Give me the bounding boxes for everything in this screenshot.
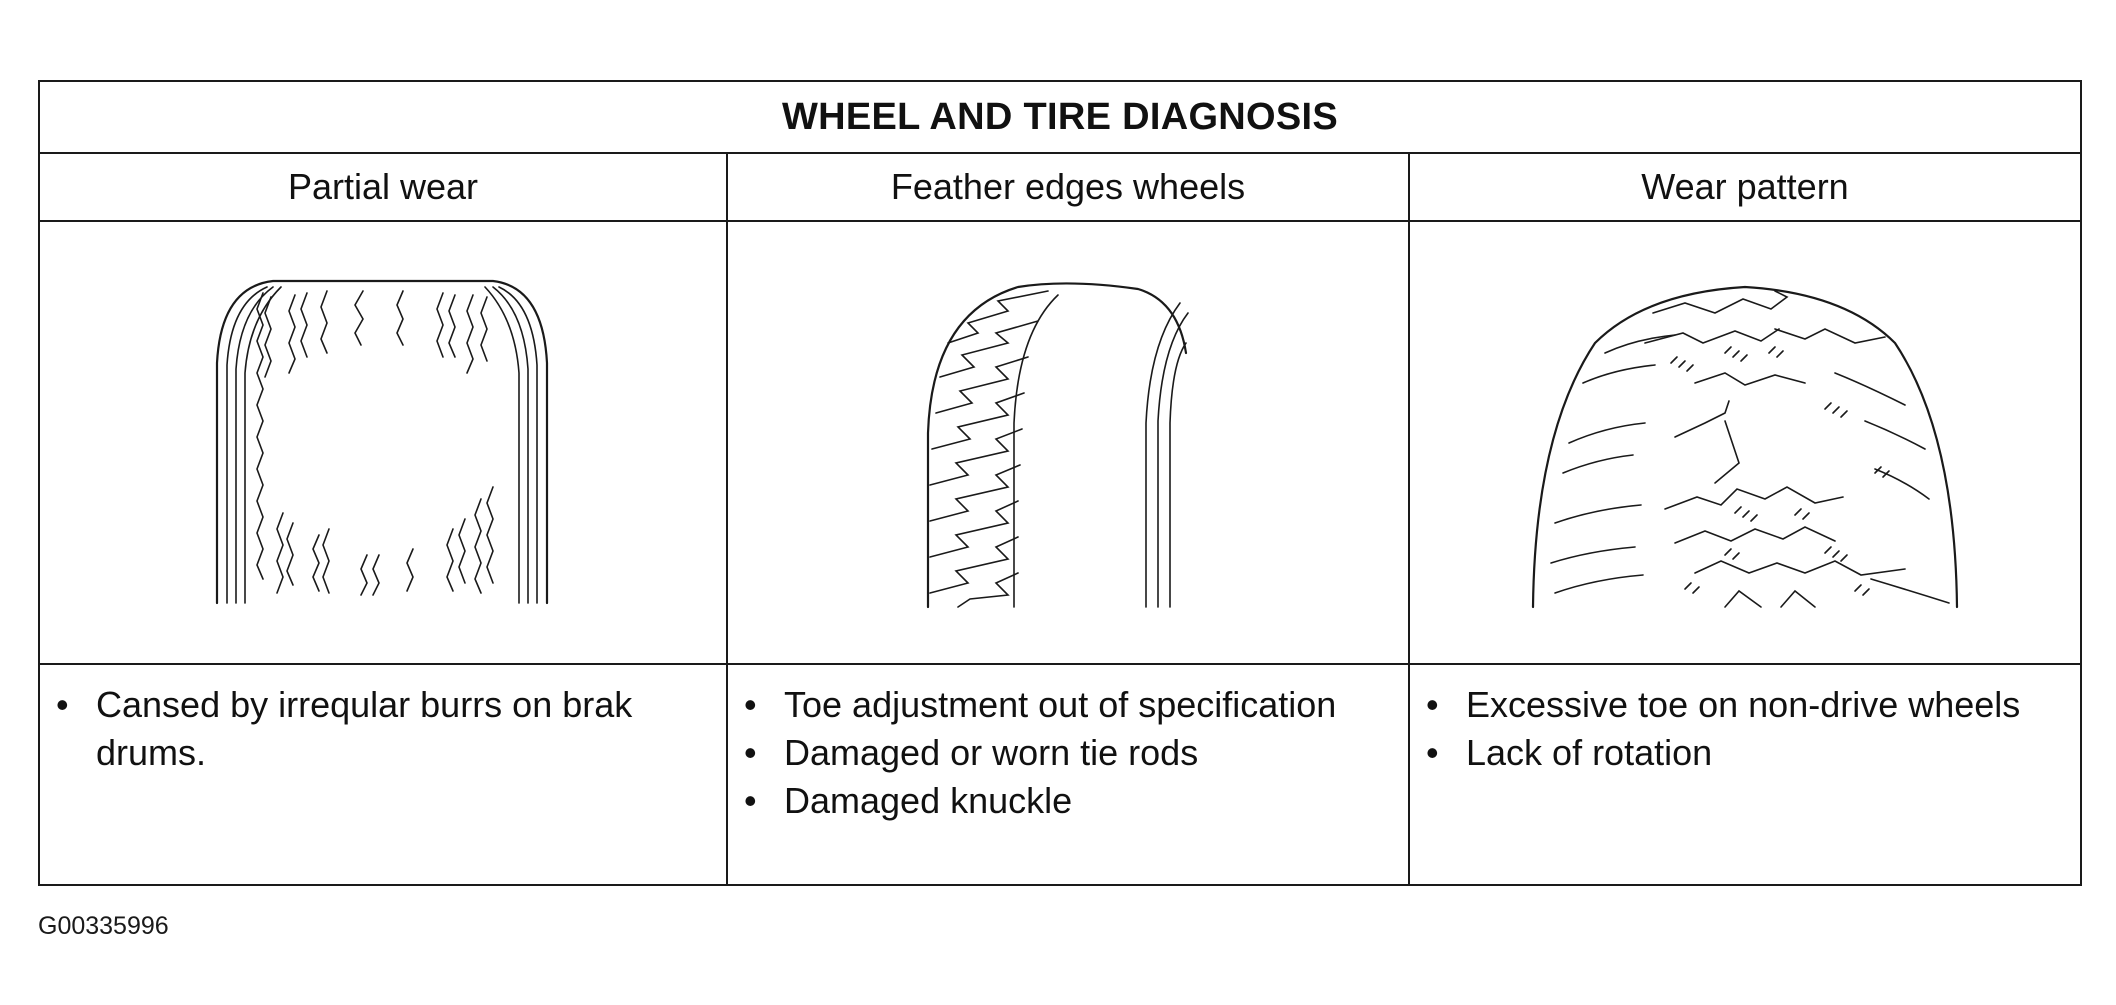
list-item: Cansed by irreqular burrs on brak drums. (56, 681, 706, 777)
column-header-partial-wear: Partial wear (40, 154, 728, 222)
list-item: Toe adjustment out of specification (744, 681, 1388, 729)
partial-wear-tire-illustration (215, 279, 549, 604)
list-item: Damaged or worn tie rods (744, 729, 1388, 777)
wear-pattern-tire-illustration (1531, 285, 1959, 608)
wear-pattern-causes-list: Excessive toe on non-drive wheels Lack o… (1426, 681, 2060, 777)
column-header-wear-pattern: Wear pattern (1410, 154, 2080, 222)
partial-wear-causes-cell: Cansed by irreqular burrs on brak drums. (40, 665, 728, 884)
partial-wear-causes-list: Cansed by irreqular burrs on brak drums. (56, 681, 706, 777)
feather-edge-causes-cell: Toe adjustment out of specification Dama… (728, 665, 1410, 884)
wear-pattern-illustration-cell (1410, 222, 2080, 665)
table-title: WHEEL AND TIRE DIAGNOSIS (40, 82, 2080, 154)
list-item: Excessive toe on non-drive wheels (1426, 681, 2060, 729)
figure-id: G00335996 (38, 912, 169, 940)
feather-edge-tire-illustration (926, 281, 1189, 608)
list-item: Damaged knuckle (744, 777, 1388, 825)
feather-edge-causes-list: Toe adjustment out of specification Dama… (744, 681, 1388, 825)
partial-wear-illustration-cell (40, 222, 728, 665)
column-header-feather-edges: Feather edges wheels (728, 154, 1410, 222)
wheel-tire-diagnosis-table: WHEEL AND TIRE DIAGNOSIS Partial wear Fe… (38, 80, 2082, 886)
list-item: Lack of rotation (1426, 729, 2060, 777)
wear-pattern-causes-cell: Excessive toe on non-drive wheels Lack o… (1410, 665, 2080, 884)
feather-edge-illustration-cell (728, 222, 1410, 665)
